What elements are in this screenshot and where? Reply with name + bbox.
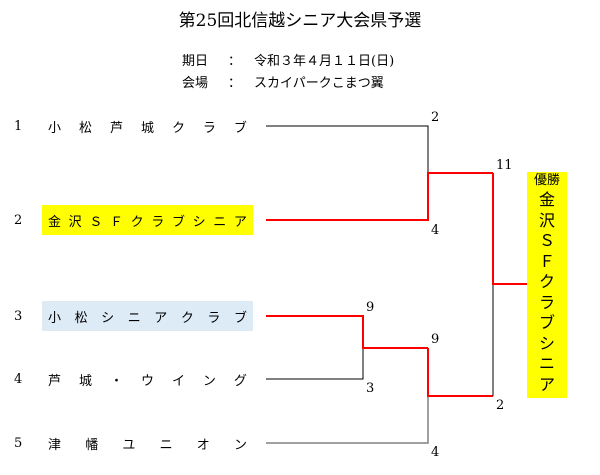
champion-box: 優勝 金 沢 Ｓ Ｆ ク ラ ブ シ ニ ア [527, 172, 567, 398]
name-char: ブ [233, 120, 247, 136]
name-char: シ [101, 310, 115, 326]
score-m2-team4: 3 [366, 381, 375, 396]
line-match3-win [427, 348, 493, 397]
score-m1-team2: 4 [431, 223, 440, 238]
name-char: ニ [213, 214, 227, 230]
name-char: ・ [109, 373, 123, 389]
name-char: 松 [74, 310, 88, 326]
name-char: オ [196, 437, 210, 453]
champion-char: ラ [538, 292, 555, 312]
line-team4 [266, 349, 364, 380]
name-char: 幡 [85, 437, 99, 453]
line-team1 [266, 125, 429, 173]
name-char: 小 [48, 120, 62, 136]
name-char: ラ [151, 214, 165, 230]
seed-number: 4 [14, 371, 23, 387]
team-name-highlighted: 小松シニアクラブ [42, 301, 253, 331]
name-char: イ [171, 373, 185, 389]
name-char: 芦 [48, 373, 62, 389]
line-final-win [492, 173, 527, 285]
score-final-bottom: 2 [496, 398, 505, 413]
name-char: 城 [140, 120, 154, 136]
line-team3-win [266, 315, 428, 349]
name-char: ク [130, 214, 144, 230]
date-row: 期日 ： 令和３年４月１１日(日) [182, 50, 394, 69]
team-4: 4 芦城 ・ ウ イ ン グ [14, 364, 253, 394]
venue-separator: ： [228, 76, 242, 91]
venue-label: 会場 [182, 76, 209, 91]
champion-char: 沢 [538, 210, 555, 230]
champion-char: 金 [538, 190, 555, 209]
champion-label: 優勝 [533, 173, 560, 188]
champion-char: ニ [538, 354, 555, 373]
venue-row: 会場 ： スカイパークこまつ翼 [182, 72, 384, 91]
seed-number: 3 [14, 308, 23, 324]
name-char: ニ [127, 310, 141, 326]
seed-number: 5 [14, 435, 23, 451]
line-team5 [266, 397, 429, 444]
name-char: ラ [202, 120, 216, 136]
venue-value: スカイパークこまつ翼 [254, 76, 384, 91]
name-char: 津 [48, 437, 62, 453]
team-name: 津幡ユニオン [42, 428, 253, 458]
name-char: 城 [78, 373, 92, 389]
champion-char: Ｓ [538, 231, 555, 250]
name-char: Ｆ [109, 214, 123, 230]
seed-number: 2 [14, 212, 23, 228]
name-char: ニ [159, 437, 173, 453]
name-char: シ [192, 214, 206, 230]
name-char: ン [233, 437, 247, 453]
name-char: ン [202, 373, 216, 389]
name-char: ウ [140, 373, 154, 389]
champion-char: シ [538, 333, 555, 353]
name-char: ブ [233, 310, 247, 326]
champion-char: ク [538, 272, 555, 291]
name-char: ブ [171, 214, 185, 230]
score-m3-winner: 9 [431, 332, 440, 347]
team-name: 芦城 ・ ウ イ ン グ [42, 364, 253, 394]
team-name: 小松 芦 城 ク ラ ブ [42, 111, 253, 141]
name-char: グ [233, 373, 247, 389]
champion-char: ブ [538, 313, 555, 332]
name-char: Ｓ [89, 214, 103, 230]
name-char: ク [171, 120, 185, 136]
name-char: ユ [122, 437, 136, 453]
date-value: 令和３年４月１１日(日) [254, 54, 395, 69]
team-3: 3 小松シニアクラブ [14, 301, 253, 331]
name-char: 沢 [68, 214, 82, 230]
name-char: 小 [48, 310, 62, 326]
name-char: ア [233, 214, 247, 230]
champion-char: Ｆ [538, 251, 555, 271]
team-1: 1 小松 芦 城 ク ラ ブ [14, 111, 253, 141]
name-char: ク [180, 310, 194, 326]
name-char: 松 [78, 120, 92, 136]
name-char: ア [154, 310, 168, 326]
date-separator: ： [228, 54, 242, 69]
score-m2-team3: 9 [366, 300, 375, 315]
line-team2-win [266, 172, 493, 221]
name-char: ラ [207, 310, 221, 326]
date-label: 期日 [182, 54, 209, 69]
name-char: 芦 [109, 120, 123, 136]
score-m3-team5: 4 [431, 445, 440, 460]
page-title: 第25回北信越シニア大会県予選 [178, 11, 422, 31]
name-char: 金 [48, 214, 62, 230]
score-m1-team1: 2 [431, 110, 440, 125]
team-5: 5 津 幡 ユ ニ オ ン [14, 428, 253, 458]
seed-number: 1 [14, 118, 23, 134]
score-final-top: 11 [496, 158, 513, 173]
champion-char: ア [538, 374, 555, 394]
